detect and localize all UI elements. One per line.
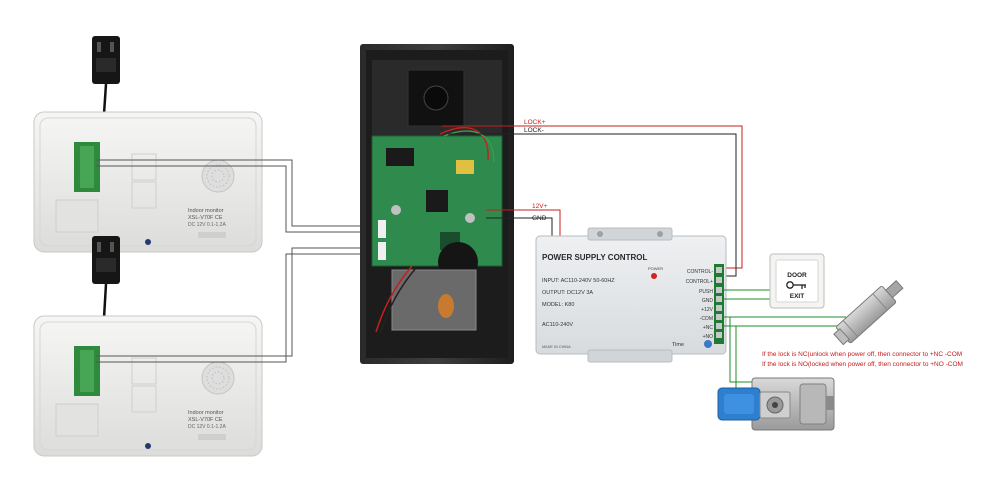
psu-title: POWER SUPPLY CONTROL [542,253,647,262]
terminal-push: PUSH [699,289,713,295]
power-adapter-top [92,36,120,115]
terminal-nc: +NC [703,325,714,331]
power-supply-box: POWER SUPPLY CONTROL INPUT: AC110-240V 5… [535,227,727,363]
exit-button: DOOR EXIT [769,253,825,309]
electric-control-lock [717,377,835,431]
label-lock-plus: LOCK+ [524,119,546,126]
electric-bolt-lock [833,280,904,346]
note-no-lock: If the lock is NO(locked when power off,… [762,361,963,368]
terminal-gnd: GND [702,298,714,304]
power-adapter-bottom [92,236,120,319]
monitor-wiring [96,159,374,363]
psu-model: MODEL: K80 [542,302,574,308]
label-gnd: GND [532,215,547,222]
psu-ac-input: AC110-240V [542,322,573,328]
monitor-bottom-label-1: Indoor monitor [188,410,224,416]
outdoor-door-station [360,44,514,364]
psu-output: OUTPUT: DC12V 3A [542,290,593,296]
terminal-com: -COM [700,316,713,322]
monitor-bottom-label-2: XSL-V70F CE [188,417,223,423]
label-12v-plus: 12V+ [532,203,548,210]
psu-power-led-label: POWER [648,266,663,271]
monitor-top-label-2: XSL-V70F CE [188,215,223,221]
indoor-monitor-top: Indoor monitor XSL-V70F CE DC 12V 0.1-1.… [33,111,263,253]
label-lock-minus: LOCK- [524,127,544,134]
exit-button-exit-text: EXIT [790,293,804,300]
monitor-top-label-1: Indoor monitor [188,208,224,214]
monitor-top-label-3: DC 12V 0.1-1.2A [188,222,226,228]
exit-button-door-text: DOOR [787,272,807,279]
indoor-monitor-bottom: Indoor monitor XSL-V70F CE DC 12V 0.1-1.… [33,315,263,457]
terminal-12v: +12V [701,307,713,313]
monitor-bottom-label-3: DC 12V 0.1-1.2A [188,424,226,430]
time-knob-icon [704,340,712,348]
psu-time-label: Time [672,342,684,348]
psu-made-in: MADE IN CHINA [542,345,571,349]
terminal-control-plus: CONTROL+ [686,279,713,285]
power-led-icon [651,273,657,279]
psu-input: INPUT: AC110-240V 50-60HZ [542,278,615,284]
key-icon [786,281,806,289]
terminal-no: +NO [703,334,714,340]
note-nc-lock: If the lock is NC(unlock when power off,… [762,351,962,358]
terminal-control-minus: CONTROL- [687,269,713,275]
